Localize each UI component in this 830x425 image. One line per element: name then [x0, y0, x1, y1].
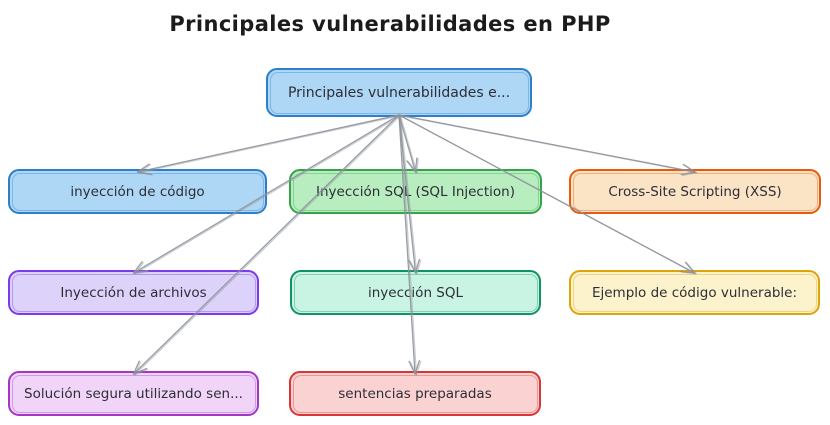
node-root[interactable]: Principales vulnerabilidades e... — [266, 68, 532, 117]
node-cross-site-scripting[interactable]: Cross-Site Scripting (XSS) — [569, 169, 821, 214]
node-label: Ejemplo de código vulnerable: — [591, 284, 798, 301]
node-label: Inyección de archivos — [60, 284, 207, 301]
node-label: inyección SQL — [367, 284, 464, 301]
node-inyeccion-de-archivos[interactable]: Inyección de archivos — [8, 270, 259, 315]
node-label: Inyección SQL (SQL Injection) — [316, 183, 515, 200]
node-label: Cross-Site Scripting (XSS) — [608, 183, 782, 200]
diagram-title: Principales vulnerabilidades en PHP — [169, 12, 611, 36]
node-label: inyección de código — [70, 183, 205, 200]
node-label: sentencias preparadas — [338, 385, 492, 402]
node-inyeccion-sql-detalle[interactable]: inyección SQL — [290, 270, 541, 315]
node-label: Solución segura utilizando sen... — [24, 385, 243, 402]
node-label: Principales vulnerabilidades e... — [287, 84, 511, 101]
node-inyeccion-de-codigo[interactable]: inyección de código — [8, 169, 267, 214]
node-ejemplo-codigo-vulnerable[interactable]: Ejemplo de código vulnerable: — [569, 270, 820, 315]
node-solucion-segura[interactable]: Solución segura utilizando sen... — [8, 371, 259, 416]
node-sentencias-preparadas[interactable]: sentencias preparadas — [289, 371, 541, 416]
node-inyeccion-sql[interactable]: Inyección SQL (SQL Injection) — [289, 169, 542, 214]
